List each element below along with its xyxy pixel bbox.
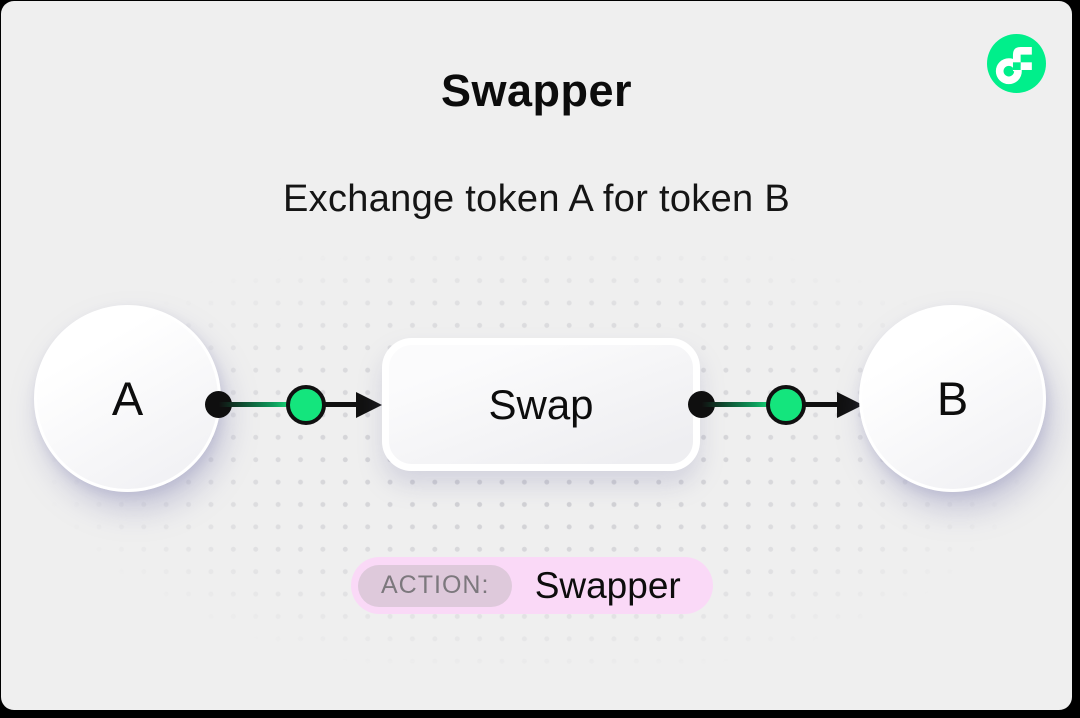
node-token-b-label: B <box>936 372 969 425</box>
node-swap-label: Swap <box>488 380 594 428</box>
page-title: Swapper <box>440 65 633 116</box>
connector-green-dot <box>286 385 326 425</box>
connector-green-dot <box>766 385 806 425</box>
node-swap: Swap <box>382 338 700 471</box>
node-token-a-label: A <box>111 372 144 425</box>
action-badge: ACTION: Swapper <box>351 557 713 614</box>
arrowhead-icon <box>356 392 382 418</box>
node-token-b: B <box>859 305 1046 492</box>
action-badge-value: Swapper <box>534 564 681 606</box>
canvas-card: Swapper Exchange token A for token B A S… <box>1 1 1072 710</box>
node-token-a: A <box>34 305 221 492</box>
arrowhead-icon <box>837 392 863 418</box>
page-subtitle: Exchange token A for token B <box>283 178 790 220</box>
flow-logo-icon <box>987 34 1046 93</box>
action-badge-label: ACTION: <box>358 564 513 607</box>
